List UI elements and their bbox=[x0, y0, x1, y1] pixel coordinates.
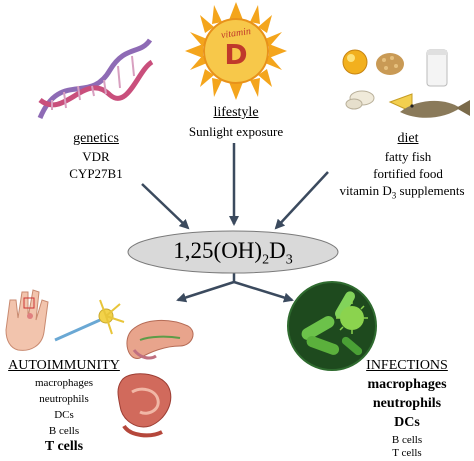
diet-item: fortified food bbox=[373, 166, 443, 181]
infections-title: INFECTIONS bbox=[366, 358, 448, 373]
autoimmunity-item: B cells bbox=[48, 425, 80, 437]
intestine-icon bbox=[117, 373, 172, 438]
bacteria-icon bbox=[287, 281, 377, 371]
pancreas-icon bbox=[126, 320, 194, 360]
genetics-item: VDR bbox=[82, 149, 110, 164]
lifestyle-item: Sunlight exposure bbox=[188, 124, 284, 139]
center-ellipse bbox=[127, 230, 339, 274]
arrow-infections bbox=[233, 280, 294, 303]
infections-item: B cells bbox=[391, 434, 423, 446]
genetics-item: CYP27B1 bbox=[69, 166, 123, 181]
diet-foods-icon bbox=[342, 49, 470, 118]
infections-item-bold: neutrophils bbox=[372, 396, 442, 411]
autoimmunity-item: macrophages bbox=[34, 377, 94, 389]
genetics-title: genetics bbox=[73, 131, 119, 146]
lifestyle-title: lifestyle bbox=[213, 105, 259, 120]
autoimmunity-item: DCs bbox=[54, 409, 74, 421]
autoimmunity-item: neutrophils bbox=[39, 393, 89, 405]
arrow-autoimmunity bbox=[176, 280, 235, 303]
infections-item-bold: macrophages bbox=[367, 377, 447, 392]
diet-title: diet bbox=[397, 131, 419, 146]
nerve-cell-icon bbox=[54, 299, 125, 342]
infections-item-bold: DCs bbox=[394, 415, 420, 430]
sun-label-d: D bbox=[224, 38, 248, 71]
dna-icon bbox=[37, 38, 154, 119]
infections-item: T cells bbox=[392, 447, 422, 459]
arrow-genetics bbox=[141, 183, 190, 230]
arrow-diet bbox=[274, 171, 329, 230]
autoimmunity-item-bold: T cells bbox=[44, 439, 84, 454]
autoimmunity-title: AUTOIMMUNITY bbox=[8, 358, 120, 373]
center-label: 1,25(OH)2D3 bbox=[173, 238, 293, 268]
sun-icon bbox=[185, 2, 287, 100]
diet-item: fatty fish bbox=[384, 149, 432, 164]
diet-supplements: vitamin D3 supplements bbox=[339, 183, 465, 201]
hand-icon bbox=[5, 289, 49, 351]
